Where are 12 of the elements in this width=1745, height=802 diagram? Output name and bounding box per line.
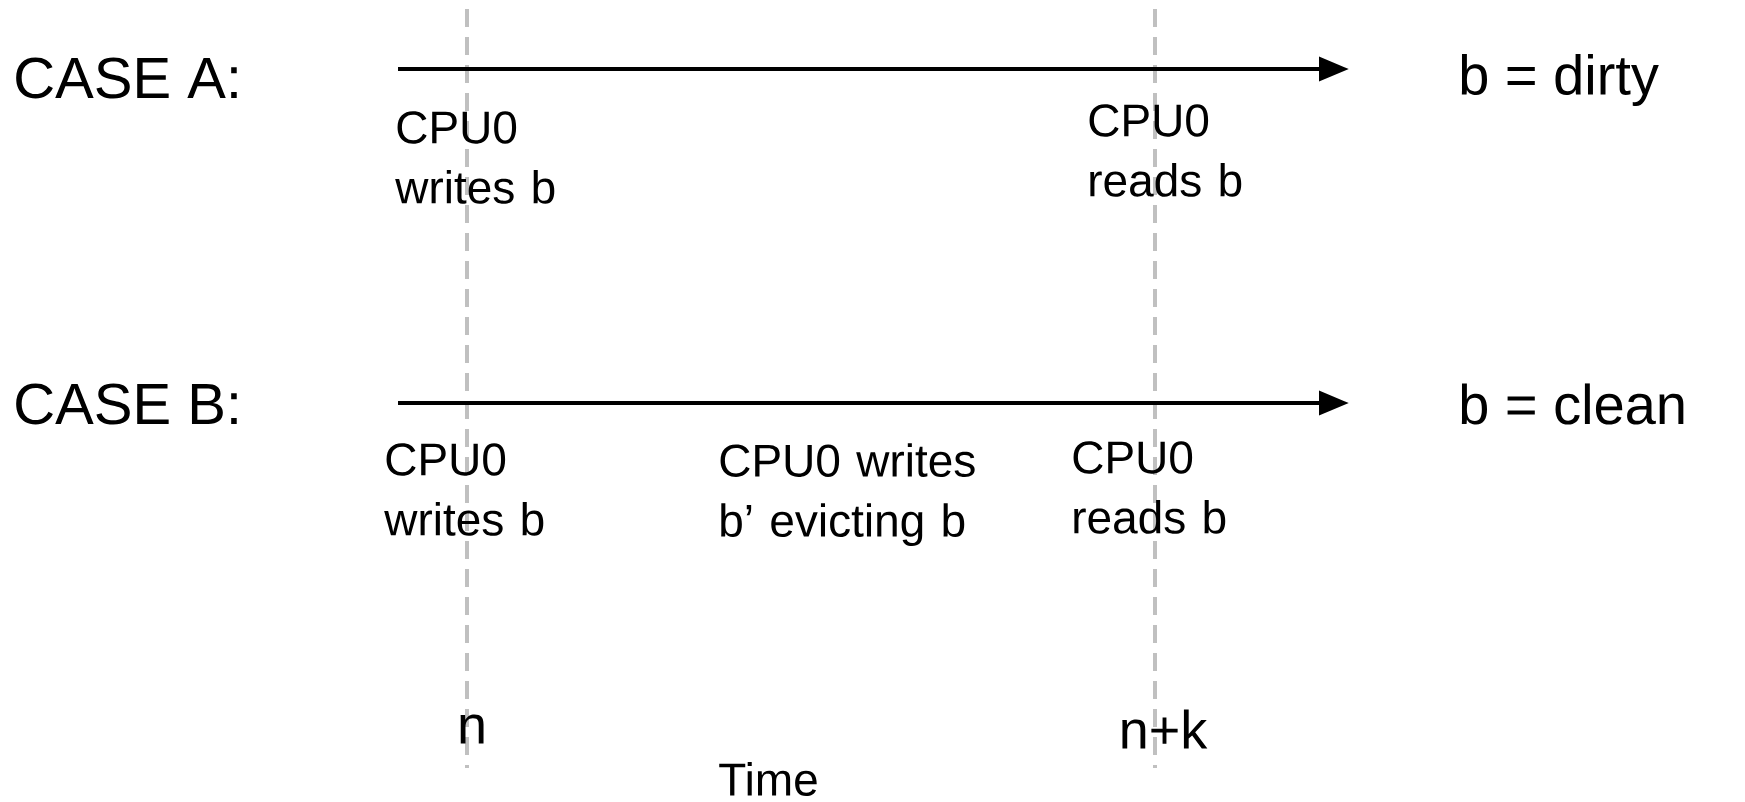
event-label: CPU0 writes b — [384, 443, 544, 536]
case-label: CASE B: — [16, 383, 237, 425]
event-label: CPU0 writes b — [395, 111, 555, 204]
axis-label: Time — [719, 762, 817, 796]
event-label: CPU0 writes b’ evicting b — [720, 443, 975, 547]
state-label: b = clean — [1461, 383, 1684, 425]
time-marker-label: n+k — [1122, 709, 1208, 749]
event-label: CPU0 reads b — [1073, 441, 1226, 534]
event-label: CPU0 reads b — [1089, 104, 1242, 197]
case-label: CASE A: — [16, 57, 237, 99]
time-marker-label: n — [460, 714, 484, 744]
state-label: b = dirty — [1461, 53, 1659, 107]
